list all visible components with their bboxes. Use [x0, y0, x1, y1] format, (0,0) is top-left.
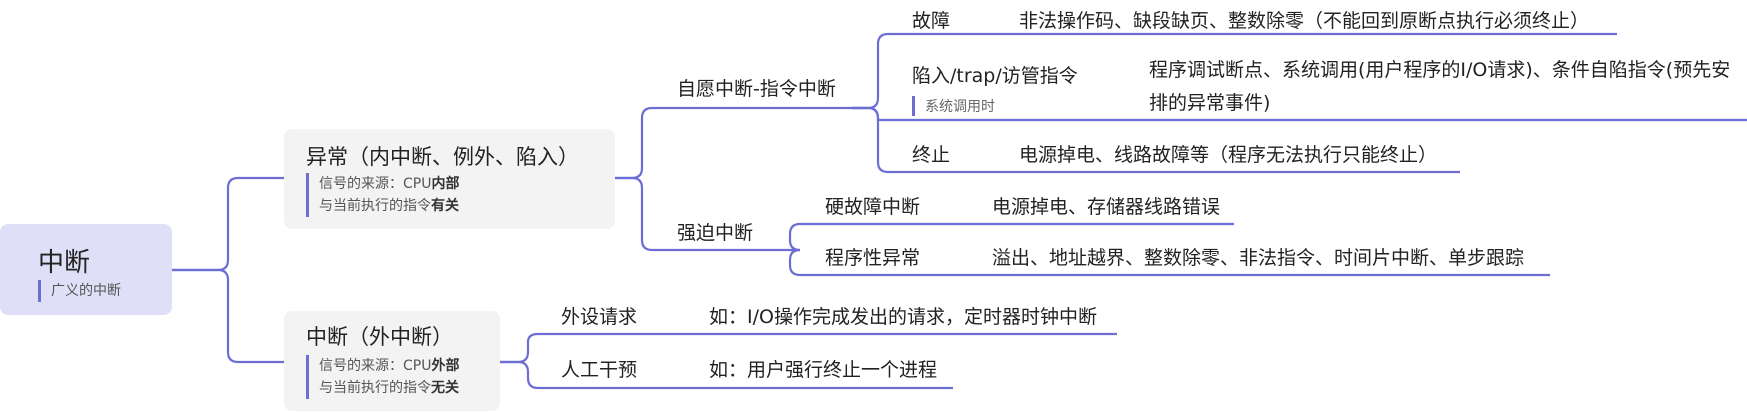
program-label[interactable]: 程序性异常: [825, 247, 921, 269]
trap-label[interactable]: 陷入/trap/访管指令: [912, 65, 1078, 87]
program-desc: 溢出、地址越界、整数除零、非法指令、时间片中断、单步跟踪: [992, 247, 1525, 269]
link-voluntary-abort: [852, 106, 1460, 174]
link-forced-program: [788, 248, 1550, 277]
device-label[interactable]: 外设请求: [561, 306, 638, 328]
link-root-interrupt: [172, 268, 284, 364]
manual-desc: 如：用户强行终止一个进程: [709, 359, 938, 381]
trap-note: 系统调用时: [912, 96, 995, 116]
abort-label[interactable]: 终止: [912, 144, 951, 166]
exception-node[interactable]: 异常（内中断、例外、陷入） 信号的来源：CPU内部 与当前执行的指令有关: [284, 129, 615, 229]
interrupt-note: 信号的来源：CPU外部 与当前执行的指令无关: [306, 355, 459, 399]
root-node[interactable]: 中断 广义的中断: [0, 224, 172, 315]
hardware-label[interactable]: 硬故障中断: [825, 196, 921, 218]
device-desc: 如：I/O操作完成发出的请求，定时器时钟中断: [709, 306, 1097, 328]
voluntary-node[interactable]: 自愿中断-指令中断: [677, 78, 836, 100]
trap-desc-line1: 程序调试断点、系统调用(用户程序的I/O请求)、条件自陷指令(预先安: [1149, 59, 1731, 81]
hardware-desc: 电源掉电、存储器线路错误: [992, 196, 1221, 218]
interrupt-node[interactable]: 中断（外中断） 信号的来源：CPU外部 与当前执行的指令无关: [284, 311, 500, 411]
root-title: 中断: [38, 248, 91, 278]
manual-label[interactable]: 人工干预: [561, 359, 638, 381]
fault-label[interactable]: 故障: [912, 10, 951, 32]
link-root-exception: [172, 176, 284, 272]
exception-title: 异常（内中断、例外、陷入）: [306, 145, 579, 169]
link-exception-voluntary: [615, 106, 852, 180]
abort-desc: 电源掉电、线路故障等（程序无法执行只能终止）: [1019, 144, 1438, 166]
fault-desc: 非法操作码、缺段缺页、整数除零（不能回到原断点执行必须终止）: [1019, 10, 1590, 32]
exception-note: 信号的来源：CPU内部 与当前执行的指令有关: [306, 173, 459, 217]
forced-node[interactable]: 强迫中断: [677, 222, 754, 244]
interrupt-title: 中断（外中断）: [306, 325, 453, 349]
trap-desc-line2: 排的异常事件): [1149, 92, 1271, 114]
root-note: 广义的中断: [38, 280, 121, 302]
link-exception-forced: [615, 176, 790, 252]
link-interrupt-manual: [500, 360, 953, 390]
